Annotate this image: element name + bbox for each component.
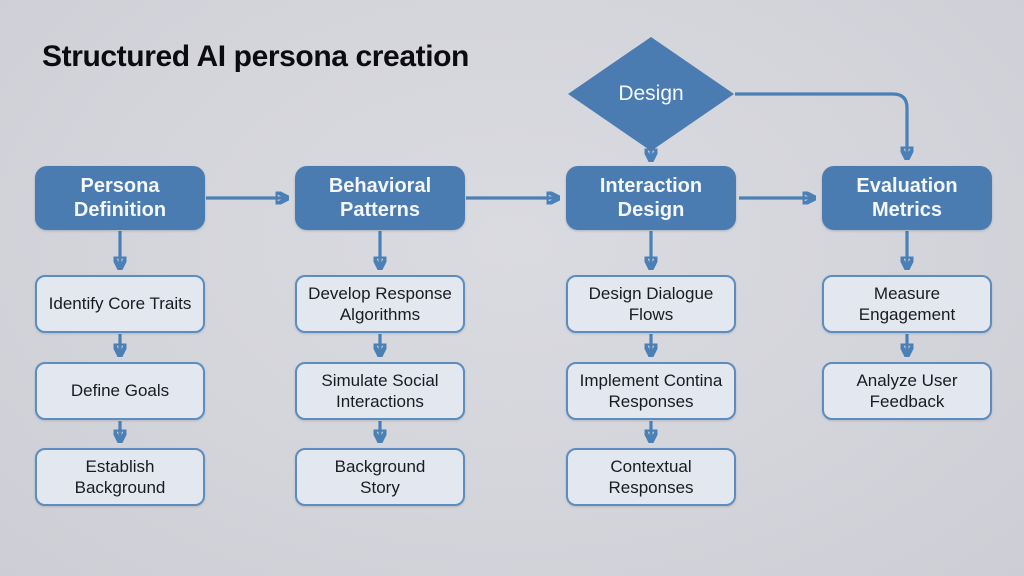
node-implement-contin-responses: Implement Contina Responses <box>566 362 736 420</box>
node-analyze-user-feedback: Analyze User Feedback <box>822 362 992 420</box>
node-contextual-responses: Contextual Responses <box>566 448 736 506</box>
node-interaction-design: Interaction Design <box>566 166 736 230</box>
node-behavioral-patterns: Behavioral Patterns <box>295 166 465 230</box>
node-simulate-social-interactions: Simulate Social Interactions <box>295 362 465 420</box>
node-background-story: Background Story <box>295 448 465 506</box>
node-define-goals: Define Goals <box>35 362 205 420</box>
node-design-dialogue-flows: Design Dialogue Flows <box>566 275 736 333</box>
decision-label: Design <box>618 82 684 105</box>
node-evaluation-metrics: Evaluation Metrics <box>822 166 992 230</box>
node-establish-background: Establish Background <box>35 448 205 506</box>
node-measure-engagement: Measure Engagement <box>822 275 992 333</box>
arrow-design-to-evaluation <box>735 92 907 156</box>
node-identify-core-traits: Identify Core Traits <box>35 275 205 333</box>
node-develop-response-algorithms: Develop Response Algorithms <box>295 275 465 333</box>
node-persona-definition: Persona Definition <box>35 166 205 230</box>
page-title: Structured AI persona creation <box>42 40 469 73</box>
